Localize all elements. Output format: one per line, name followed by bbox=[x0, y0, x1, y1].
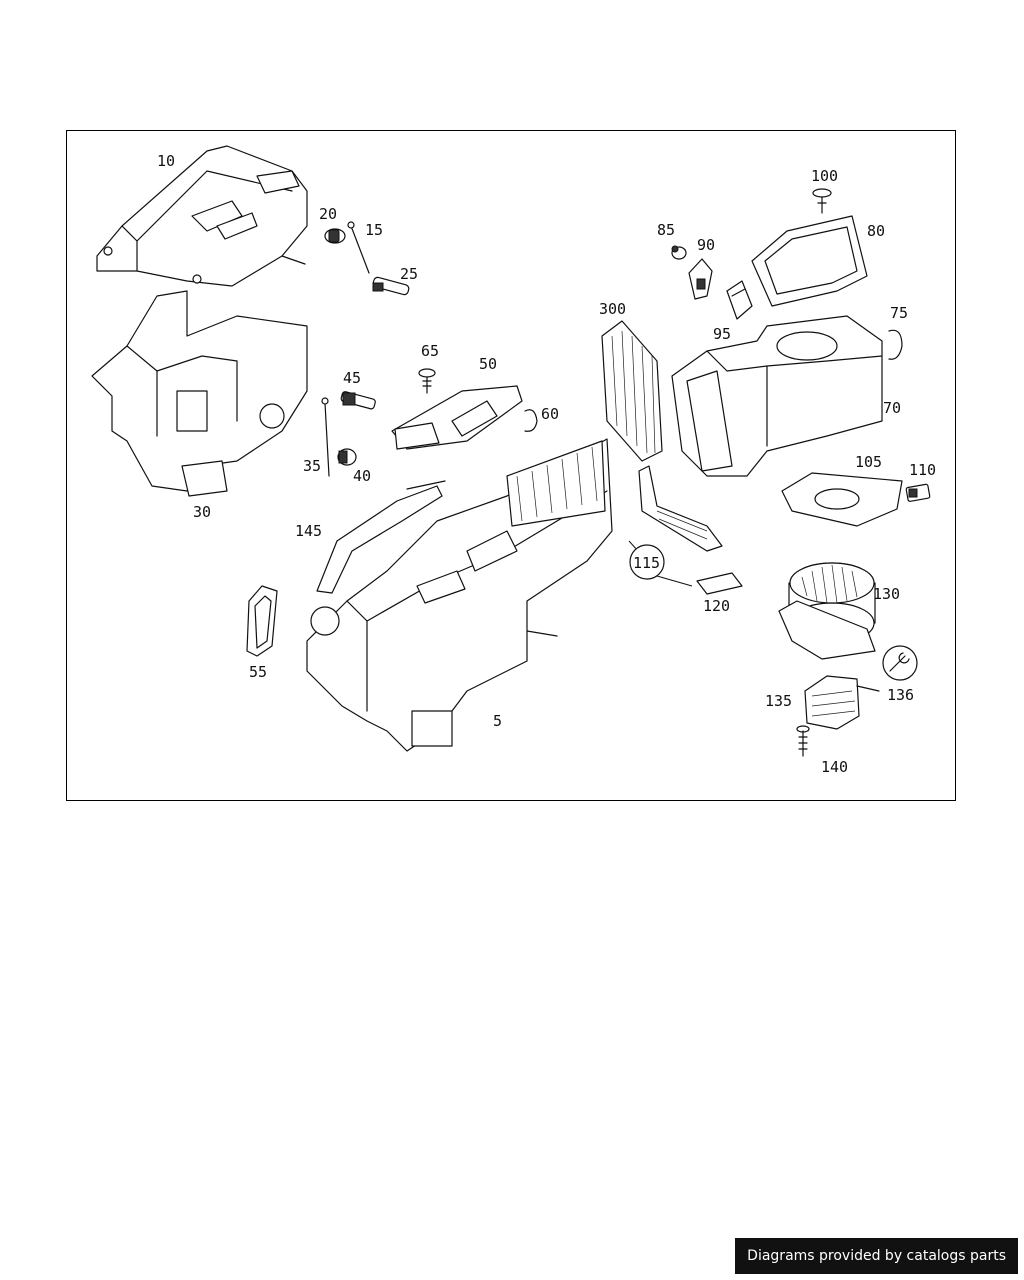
label-120: 120 bbox=[703, 597, 730, 615]
label-75: 75 bbox=[890, 304, 908, 322]
label-60: 60 bbox=[541, 405, 559, 423]
part-50-duct bbox=[391, 385, 523, 450]
part-140-screw bbox=[796, 725, 810, 757]
part-100-screw bbox=[812, 188, 832, 214]
part-115-leader-b bbox=[656, 575, 693, 587]
label-65: 65 bbox=[421, 342, 439, 360]
label-115: 115 bbox=[633, 554, 660, 572]
part-300-pleats bbox=[611, 330, 656, 454]
diagram-credit-badge: Diagrams provided by catalogs parts bbox=[735, 1238, 1018, 1274]
part-5-hatch bbox=[516, 446, 598, 522]
part-85-sensor bbox=[671, 245, 687, 260]
part-130-blower-motor bbox=[778, 562, 876, 660]
label-55: 55 bbox=[249, 663, 267, 681]
label-25: 25 bbox=[400, 265, 418, 283]
part-105-plate bbox=[781, 472, 903, 527]
part-95-flap bbox=[726, 280, 753, 320]
part-145-bracket bbox=[316, 480, 446, 594]
label-136: 136 bbox=[887, 686, 914, 704]
label-85: 85 bbox=[657, 221, 675, 239]
part-60-clip bbox=[524, 409, 538, 432]
label-100: 100 bbox=[811, 167, 838, 185]
part-20-knob bbox=[324, 228, 346, 244]
label-130: 130 bbox=[873, 585, 900, 603]
part-5-hvac-unit bbox=[306, 438, 613, 752]
label-15: 15 bbox=[365, 221, 383, 239]
callout-labels: 10 20 15 25 30 45 35 40 65 50 60 145 55 … bbox=[157, 152, 936, 776]
part-115-hose bbox=[638, 465, 723, 552]
part-30-lower-case bbox=[91, 290, 308, 497]
label-115-ring bbox=[629, 544, 665, 580]
part-135-resistor bbox=[804, 675, 880, 730]
part-135-grid bbox=[811, 690, 856, 717]
part-300-cabin-filter bbox=[601, 320, 663, 462]
label-20: 20 bbox=[319, 205, 337, 223]
exploded-parts-diagram: 10 20 15 25 30 45 35 40 65 50 60 145 55 … bbox=[91, 145, 936, 776]
part-15-rod bbox=[347, 221, 370, 274]
part-75-clip bbox=[888, 329, 903, 360]
part-120-plate bbox=[696, 572, 743, 595]
part-25-actuator bbox=[372, 276, 410, 296]
part-80-filter-frame bbox=[751, 215, 868, 307]
label-30: 30 bbox=[193, 503, 211, 521]
label-145: 145 bbox=[295, 522, 322, 540]
part-136-wrench-icon bbox=[882, 645, 918, 681]
part-110-connector bbox=[905, 483, 931, 502]
part-130-fins bbox=[801, 564, 858, 604]
label-45: 45 bbox=[343, 369, 361, 387]
label-135: 135 bbox=[765, 692, 792, 710]
part-90-actuator bbox=[688, 258, 713, 300]
part-70-blower-housing bbox=[671, 315, 883, 477]
label-300: 300 bbox=[599, 300, 626, 318]
part-10-upper-housing bbox=[96, 145, 308, 287]
label-50: 50 bbox=[479, 355, 497, 373]
part-55-seal bbox=[246, 585, 278, 657]
label-140: 140 bbox=[821, 758, 848, 776]
part-40-servo bbox=[337, 448, 357, 466]
label-105: 105 bbox=[855, 453, 882, 471]
label-80: 80 bbox=[867, 222, 885, 240]
label-35: 35 bbox=[303, 457, 321, 475]
part-65-screw bbox=[418, 368, 436, 394]
label-40: 40 bbox=[353, 467, 371, 485]
part-45-connector bbox=[340, 391, 376, 410]
part-35-rod bbox=[321, 397, 330, 477]
label-70: 70 bbox=[883, 399, 901, 417]
label-110: 110 bbox=[909, 461, 936, 479]
part-115-ribs bbox=[656, 510, 708, 540]
label-5: 5 bbox=[493, 712, 502, 730]
label-90: 90 bbox=[697, 236, 715, 254]
label-10: 10 bbox=[157, 152, 175, 170]
parts-diagram-frame: 10 20 15 25 30 45 35 40 65 50 60 145 55 … bbox=[66, 130, 956, 801]
label-95: 95 bbox=[713, 325, 731, 343]
